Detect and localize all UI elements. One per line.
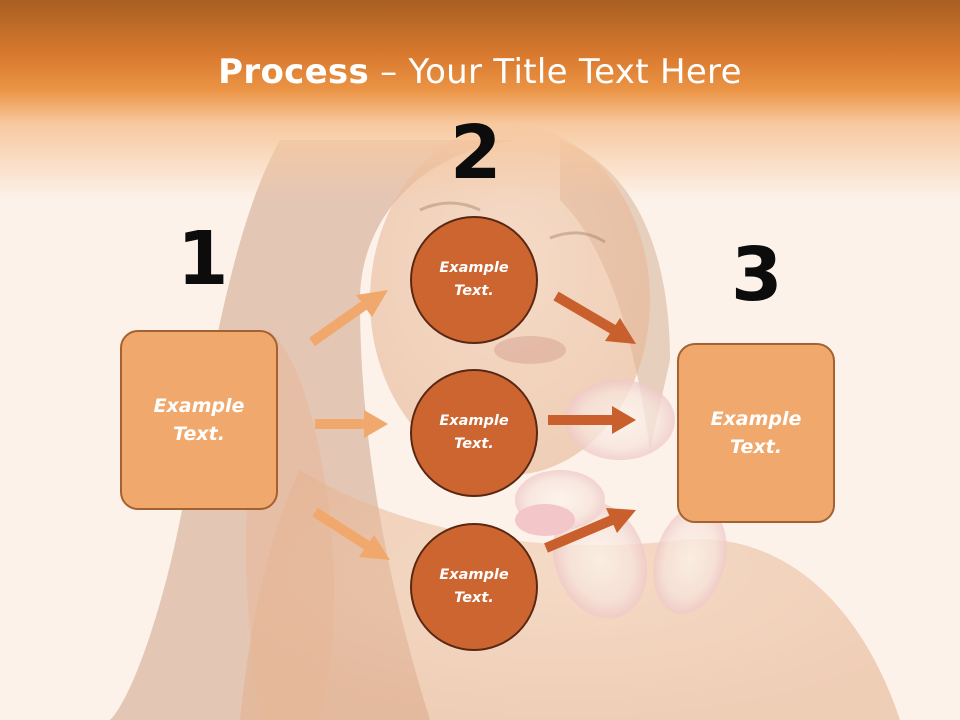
- arrow-top-to-3: [553, 291, 636, 344]
- step-2-circle-bottom[interactable]: Example Text.: [410, 523, 538, 651]
- arrow-middle-to-3: [548, 406, 636, 434]
- title-banner: [0, 0, 960, 200]
- circle-bottom-text: Example Text.: [439, 566, 509, 606]
- step-number-3: 3: [731, 232, 783, 318]
- step-number-1: 1: [177, 216, 229, 302]
- title-rest: – Your Title Text Here: [369, 52, 742, 92]
- step-1-text: Example Text.: [153, 394, 245, 446]
- arrow-1-to-bottom: [312, 507, 390, 560]
- step-1-box[interactable]: Example Text.: [120, 330, 278, 510]
- step-number-2: 2: [450, 110, 502, 196]
- arrow-1-to-middle: [315, 410, 388, 438]
- circle-top-text: Example Text.: [439, 259, 509, 299]
- arrow-bottom-to-3: [544, 508, 636, 553]
- page-title: Process – Your Title Text Here: [0, 52, 960, 92]
- arrow-1-to-top: [309, 290, 388, 347]
- step-2-circle-top[interactable]: Example Text.: [410, 216, 538, 344]
- step-3-box[interactable]: Example Text.: [677, 343, 835, 523]
- step-2-circle-middle[interactable]: Example Text.: [410, 369, 538, 497]
- step-3-text: Example Text.: [710, 407, 802, 459]
- title-bold: Process: [218, 52, 370, 92]
- circle-middle-text: Example Text.: [439, 412, 509, 452]
